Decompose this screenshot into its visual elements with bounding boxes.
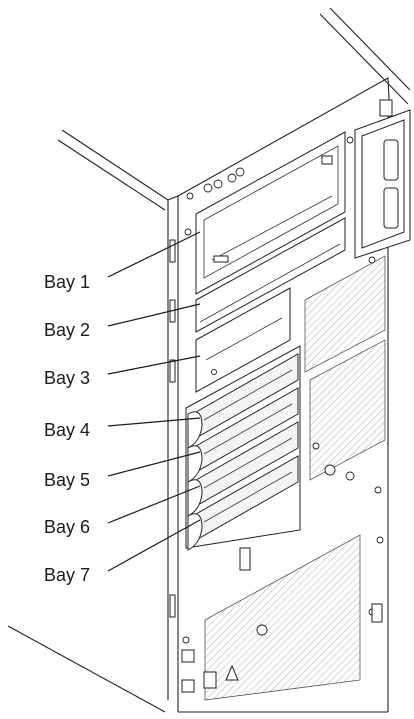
- bay-6-label: Bay 6: [44, 517, 90, 537]
- leader-bay-7: [107, 519, 201, 572]
- bay-7-tray: [187, 455, 299, 551]
- leader-bay-4: [107, 417, 201, 427]
- top-panel-details: [184, 136, 376, 264]
- bay-5-label: Bay 5: [44, 470, 90, 490]
- bay-2-label: Bay 2: [44, 320, 90, 340]
- bay-2-drive: [195, 217, 346, 333]
- hot-swap-cage: [185, 345, 301, 551]
- bay-4-tray: [187, 353, 299, 449]
- leader-lines: [107, 231, 201, 572]
- bay-4-label: Bay 4: [44, 420, 90, 440]
- front-handle: [354, 99, 411, 259]
- bay-3-drive: [195, 287, 291, 393]
- bay-labels: Bay 1 Bay 2 Bay 3 Bay 4 Bay 5 Bay 6 Bay …: [44, 272, 90, 585]
- lower-panel-details: [181, 442, 384, 693]
- bay-7-label: Bay 7: [44, 565, 90, 585]
- ventilation-grilles: [204, 255, 386, 701]
- leader-bay-5: [107, 451, 201, 477]
- bay-1-drive: [195, 131, 346, 295]
- bay-3-label: Bay 3: [44, 368, 90, 388]
- leader-bay-6: [107, 485, 201, 524]
- bay-1-label: Bay 1: [44, 272, 90, 292]
- leader-bay-1: [107, 231, 201, 278]
- leader-bay-2: [107, 303, 201, 327]
- leader-bay-3: [107, 355, 201, 375]
